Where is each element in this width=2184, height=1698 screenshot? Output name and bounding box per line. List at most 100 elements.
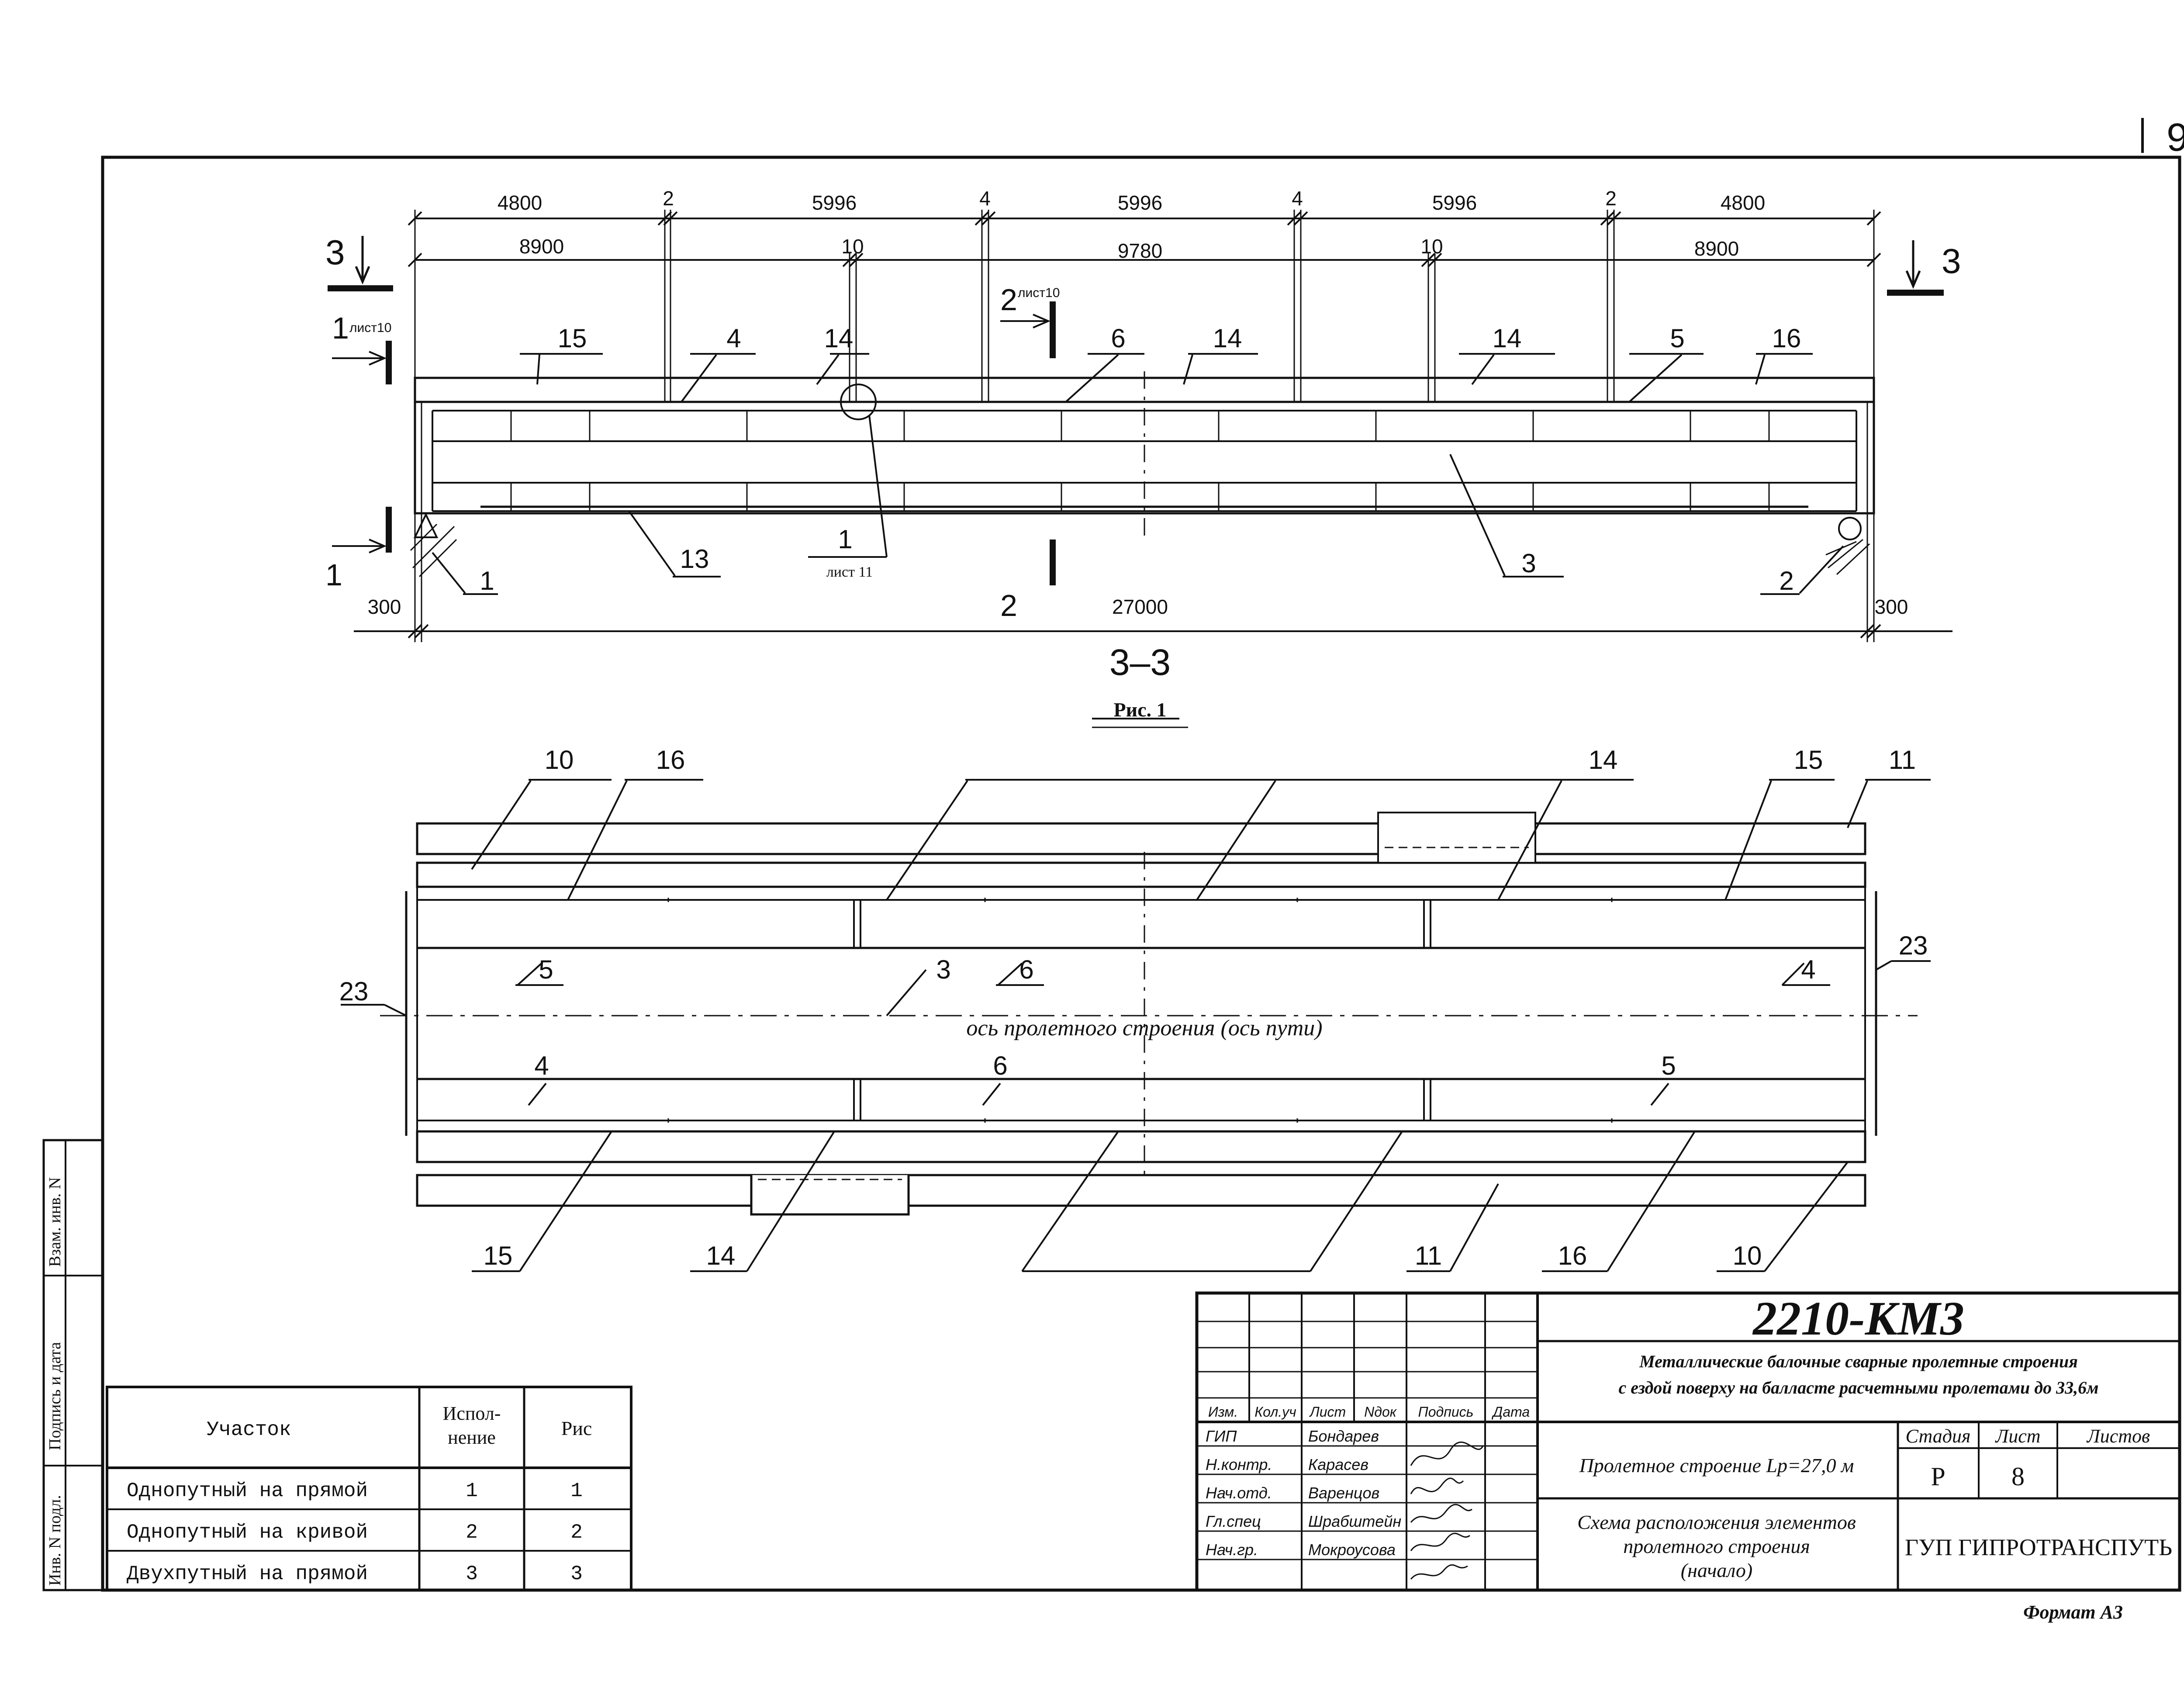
staff-name-4: Шрабштейн xyxy=(1308,1512,1401,1530)
dim-top-9: 4800 xyxy=(1721,191,1765,214)
staff-role-4: Гл.спец xyxy=(1206,1512,1261,1530)
detail-node-ref: лист 11 xyxy=(826,564,873,580)
vt-header-ispolnenie-1: Испол- xyxy=(443,1403,501,1424)
vt-header-ispolnenie-2: нение xyxy=(448,1427,496,1448)
callout-14-a: 14 xyxy=(824,324,854,353)
object-name: Пролетное строение Lp=27,0 м xyxy=(1579,1454,1854,1477)
plan-callout-10-bottom: 10 xyxy=(1733,1241,1762,1270)
callout-13: 13 xyxy=(680,544,709,574)
vt-row2-name: Однопутный на кривой xyxy=(127,1521,368,1544)
plan-callout-15-bottom: 15 xyxy=(484,1241,513,1270)
callout-1: 1 xyxy=(480,566,494,595)
plan-callout-6-mid: 6 xyxy=(1019,955,1033,984)
sheet-title-2: пролетного строения xyxy=(1623,1535,1810,1557)
rev-h-izm: Изм. xyxy=(1208,1404,1238,1420)
section-3-left: 3 xyxy=(325,233,345,272)
dim-top-1: 4800 xyxy=(498,191,542,214)
detail-node-num: 1 xyxy=(838,525,852,554)
section-title: 3–3 xyxy=(1109,642,1171,683)
rev-h-podpis: Подпись xyxy=(1418,1404,1474,1420)
dim-top-7: 5996 xyxy=(1432,191,1477,214)
plan-callout-3-mid: 3 xyxy=(936,955,950,984)
plan-callout-4-low: 4 xyxy=(534,1051,549,1080)
sheets-label: Листов xyxy=(2086,1425,2150,1447)
sheet-title-3: (начало) xyxy=(1681,1559,1752,1581)
elevation-labels: 4800 2 5996 4 5996 4 5996 2 4800 8900 10… xyxy=(325,187,1961,721)
vt-row1-name: Однопутный на прямой xyxy=(127,1480,368,1502)
dim-overhang-left: 300 xyxy=(368,595,401,618)
elevation-view xyxy=(328,210,1952,728)
organization: ГУП ГИПРОТРАНСПУТЬ xyxy=(1905,1534,2172,1560)
plan-callout-5-low: 5 xyxy=(1661,1051,1676,1080)
plan-callout-16-top: 16 xyxy=(656,745,685,775)
stage-value: Р xyxy=(1931,1462,1945,1491)
plan-callout-15-top: 15 xyxy=(1794,745,1823,775)
plan-callout-4-mid: 4 xyxy=(1801,955,1815,984)
callout-3: 3 xyxy=(1521,549,1536,578)
vt-row2-isp: 2 xyxy=(466,1521,478,1544)
dim-second-4: 10 xyxy=(1420,235,1443,258)
drawing-code: 2210-КМ3 xyxy=(1752,1292,1964,1345)
plan-labels: 10 16 14 15 11 5 3 6 4 4 6 5 15 14 11 16… xyxy=(339,745,1928,1270)
stamp-inv: Инв. N подл. xyxy=(46,1495,64,1586)
dim-top-4: 4 xyxy=(979,187,991,210)
title-block xyxy=(1195,1291,2181,1592)
dim-second-3: 9780 xyxy=(1118,239,1162,262)
dim-span: 27000 xyxy=(1112,595,1168,618)
dim-top-2: 2 xyxy=(663,187,674,210)
section-3-right: 3 xyxy=(1942,242,1961,280)
staff-name-2: Карасев xyxy=(1308,1456,1368,1473)
section-2-top: 2 xyxy=(1000,283,1017,317)
plan-end-23-left: 23 xyxy=(339,977,369,1006)
vt-row1-ris: 1 xyxy=(570,1480,583,1502)
variants-table xyxy=(106,1386,632,1591)
plan-axis-label: ось пролетного строения (ось пути) xyxy=(966,1016,1322,1041)
vt-row2-ris: 2 xyxy=(570,1521,583,1544)
format-label: Формат А3 xyxy=(2023,1601,2123,1623)
staff-role-2: Н.контр. xyxy=(1206,1456,1272,1473)
dim-top-6: 4 xyxy=(1292,187,1303,210)
plan-callout-6-low: 6 xyxy=(993,1051,1007,1080)
staff-name-3: Варенцов xyxy=(1308,1484,1379,1502)
staff-name-1: Бондарев xyxy=(1308,1427,1379,1445)
callout-14-c: 14 xyxy=(1493,324,1522,353)
drawing-frame xyxy=(101,156,2181,1592)
plan-callout-16-bottom: 16 xyxy=(1558,1241,1587,1270)
section-2-ref: лист10 xyxy=(1018,286,1060,300)
rev-h-ndok: Nдок xyxy=(1364,1404,1397,1420)
sheet-title-1: Схема расположения элементов xyxy=(1577,1511,1856,1533)
dim-top-5: 5996 xyxy=(1118,191,1162,214)
plan-callout-11-top: 11 xyxy=(1889,745,1916,775)
staff-role-5: Нач.гр. xyxy=(1206,1541,1258,1559)
stamp-podpis: Подпись и дата xyxy=(46,1342,64,1450)
rev-h-data: Дата xyxy=(1492,1404,1530,1420)
plan-end-23-right: 23 xyxy=(1899,931,1928,960)
dim-second-2: 10 xyxy=(841,235,864,258)
side-stamp xyxy=(42,1139,104,1591)
plan-callout-14-bottom: 14 xyxy=(706,1241,736,1270)
vt-row3-name: Двухпутный на прямой xyxy=(127,1563,368,1585)
stamp-vzam: Взам. инв. N xyxy=(46,1177,64,1267)
rev-h-kol: Кол.уч xyxy=(1254,1404,1296,1420)
vt-row3-ris: 3 xyxy=(570,1563,583,1585)
sheet-value: 8 xyxy=(2011,1462,2025,1491)
plan-callout-11-bottom: 11 xyxy=(1415,1241,1442,1270)
staff-role-3: Нач.отд. xyxy=(1206,1484,1272,1502)
dim-second-1: 8900 xyxy=(519,235,564,258)
dim-top-8: 2 xyxy=(1605,187,1617,210)
staff-role-1: ГИП xyxy=(1206,1427,1237,1445)
plan-callout-14-top: 14 xyxy=(1589,745,1618,775)
plan-view xyxy=(341,779,1931,1272)
callout-16: 16 xyxy=(1772,324,1801,353)
section-2-bottom: 2 xyxy=(1000,588,1017,622)
figure-caption: Рис. 1 xyxy=(1113,699,1166,721)
vt-header-ris: Рис xyxy=(561,1417,592,1439)
plan-callout-5-mid: 5 xyxy=(539,955,553,984)
callout-5: 5 xyxy=(1670,324,1684,353)
vt-row3-isp: 3 xyxy=(466,1563,478,1585)
dim-top-3: 5996 xyxy=(812,191,857,214)
callout-15: 15 xyxy=(558,324,587,353)
section-1-ref: лист10 xyxy=(349,321,391,335)
staff-name-5: Мокроусова xyxy=(1308,1541,1396,1559)
